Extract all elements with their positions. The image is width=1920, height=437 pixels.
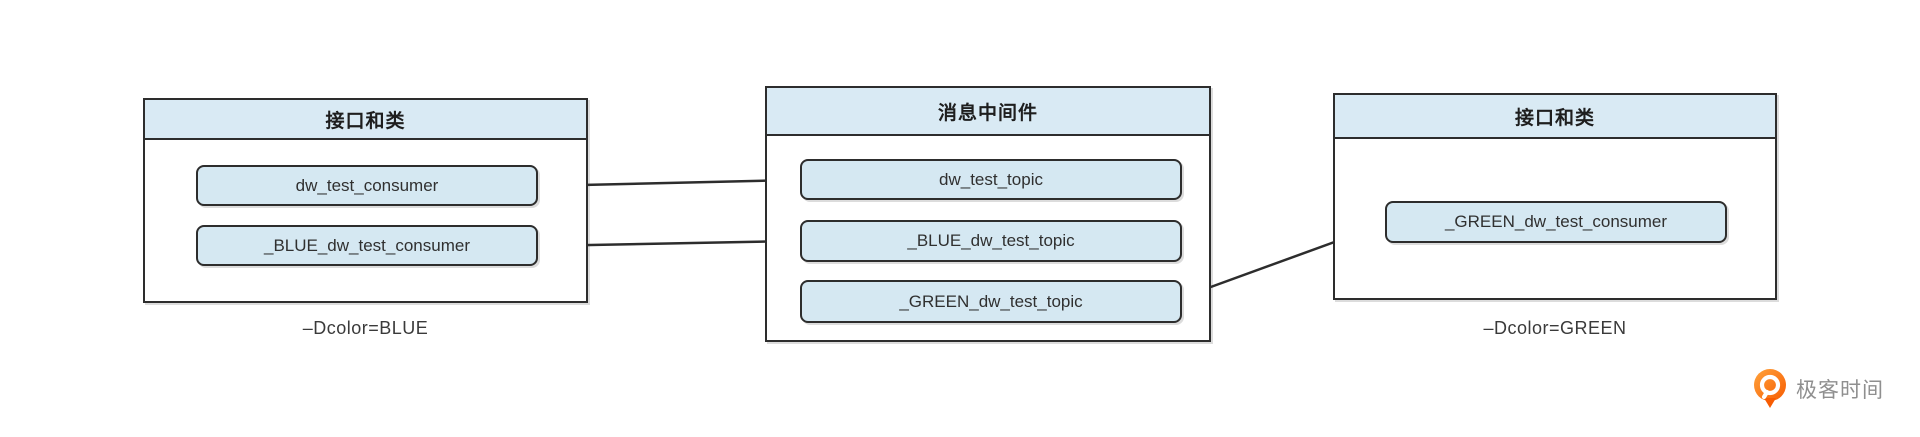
node-label: _GREEN_dw_test_topic	[899, 291, 1083, 311]
caption-dcolor-blue: –Dcolor=BLUE	[302, 318, 429, 338]
panel-blue-consumers: 接口和类 dw_test_consumer _BLUE_dw_test_cons…	[143, 98, 588, 303]
panel-title: 接口和类	[145, 100, 586, 140]
node-label: dw_test_topic	[939, 169, 1043, 189]
panel-message-middleware: 消息中间件 dw_test_topic _BLUE_dw_test_topic …	[765, 86, 1211, 342]
node-blue-dw-test-topic: _BLUE_dw_test_topic	[800, 220, 1182, 262]
caption-dcolor-green: –Dcolor=GREEN	[1483, 318, 1627, 338]
node-blue-dw-test-consumer: _BLUE_dw_test_consumer	[196, 225, 538, 266]
geek-time-watermark: 极客时间	[1752, 368, 1884, 410]
node-label: _BLUE_dw_test_topic	[907, 231, 1075, 250]
panel-green-consumers: 接口和类 _GREEN_dw_test_consumer	[1333, 93, 1777, 300]
node-label: _BLUE_dw_test_consumer	[263, 235, 470, 255]
node-dw-test-consumer: dw_test_consumer	[196, 165, 538, 206]
node-green-dw-test-consumer: _GREEN_dw_test_consumer	[1385, 201, 1727, 243]
panel-title: 接口和类	[1335, 95, 1775, 139]
brand-name: 极客时间	[1796, 379, 1884, 402]
node-label: dw_test_consumer	[295, 175, 439, 195]
node-dw-test-topic: dw_test_topic	[800, 159, 1182, 200]
panel-title: 消息中间件	[767, 88, 1209, 136]
node-label: _GREEN_dw_test_consumer	[1444, 212, 1668, 231]
geek-time-logo-icon	[1754, 369, 1786, 408]
node-green-dw-test-topic: _GREEN_dw_test_topic	[800, 280, 1182, 323]
